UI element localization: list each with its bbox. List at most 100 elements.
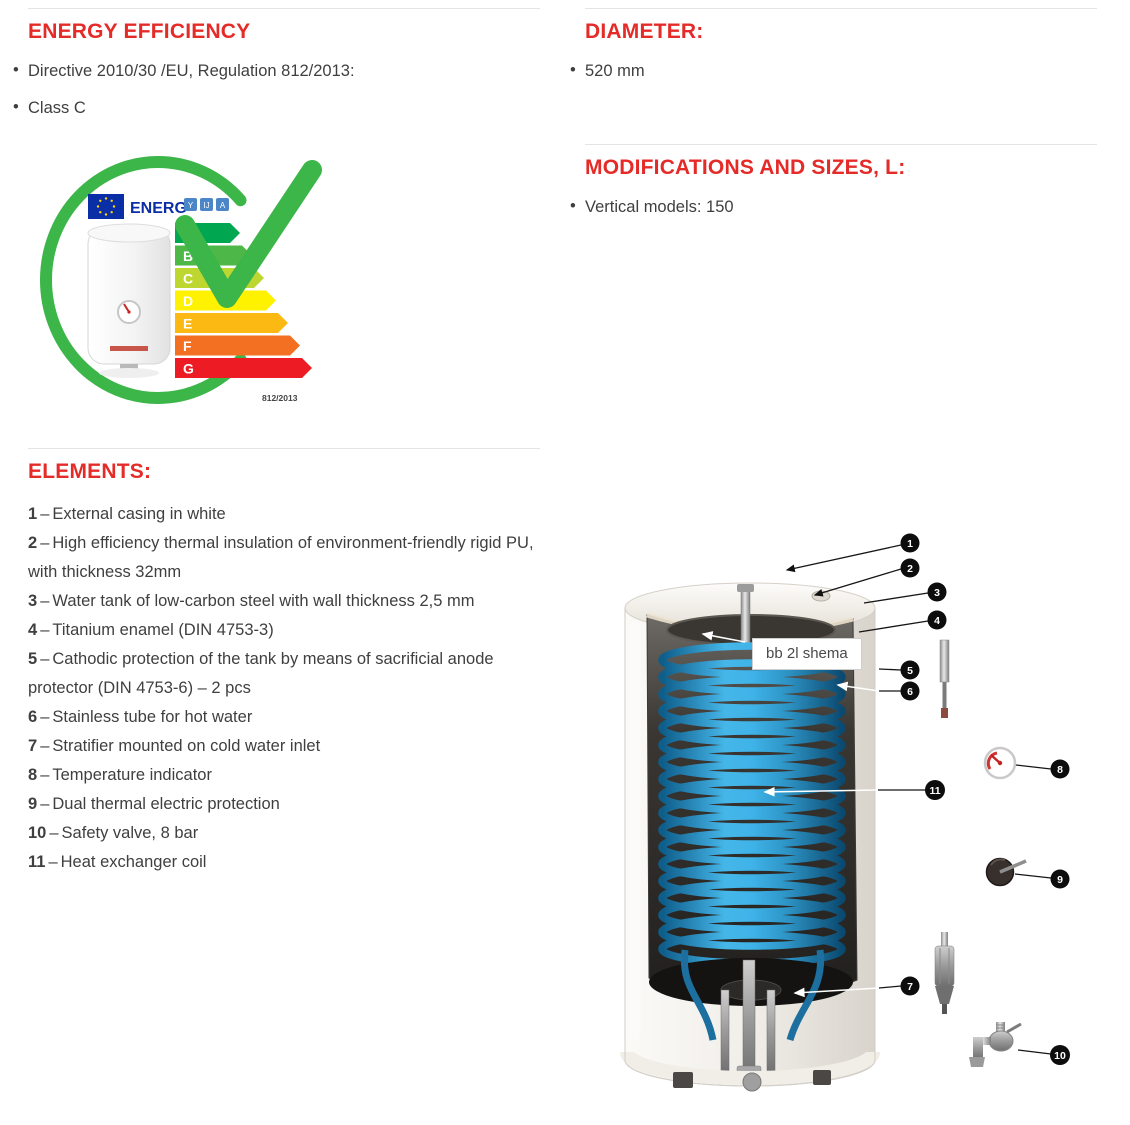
modifications-title: MODIFICATIONS AND SIZES, L: [585,156,906,180]
element-text: Water tank of low-carbon steel with wall… [52,591,475,610]
svg-text:D: D [183,293,193,309]
element-dash: – [40,707,50,726]
class-arrow-g [175,357,312,378]
svg-text:E: E [183,315,192,331]
svg-text:11: 11 [929,785,940,797]
element-number: 8 [28,765,38,784]
element-number: 5 [28,649,38,668]
element-dash: – [40,765,50,784]
class-arrow-e [175,312,288,333]
section-diameter: DIAMETER: 520 mm [570,8,1130,82]
callout-6 [900,681,920,701]
svg-text:3: 3 [934,587,940,599]
section-modifications: MODIFICATIONS AND SIZES, L: Vertical mod… [570,144,1130,218]
callout-9 [1050,869,1070,889]
section-elements: ELEMENTS: 1–External casing in white 2–H… [28,447,540,877]
element-item: 2–High efficiency thermal insulation of … [28,529,540,587]
element-item: 11–Heat exchanger coil [28,848,540,877]
divider [585,8,1097,9]
svg-text:B: B [183,248,193,264]
stratifier-icon [934,932,955,1014]
divider [28,8,540,9]
svg-text:8: 8 [1057,764,1063,776]
element-dash: – [40,736,50,755]
right-column: DIAMETER: 520 mm MODIFICATIONS AND SIZES… [570,0,1130,1092]
element-dash: – [40,591,50,610]
element-dash: – [40,794,50,813]
element-text: Temperature indicator [52,765,212,784]
element-number: 1 [28,504,38,523]
element-item: 10–Safety valve, 8 bar [28,819,540,848]
bullet-class: Class C [13,96,540,119]
element-text: High efficiency thermal insulation of en… [28,533,534,581]
element-text: Heat exchanger coil [60,852,207,871]
svg-text:C: C [183,270,193,286]
element-dash: – [40,649,50,668]
svg-text:6: 6 [907,686,913,698]
element-number: 7 [28,736,38,755]
callout-8 [1050,759,1070,779]
callout-1 [900,533,920,553]
svg-text:F: F [183,338,192,354]
energy-efficiency-title: ENERGY EFFICIENCY [28,20,251,43]
svg-text:1: 1 [907,538,913,550]
element-number: 4 [28,620,38,639]
element-number: 2 [28,533,38,552]
energy-bullet-list: Directive 2010/30 /EU, Regulation 812/20… [13,59,540,120]
svg-text:Y: Y [188,201,194,210]
callout-10 [1050,1045,1070,1065]
element-dash: – [40,504,50,523]
thermostat-icon [985,857,1027,887]
svg-text:10: 10 [1054,1050,1066,1062]
element-text: Titanium enamel (DIN 4753-3) [52,620,274,639]
element-text: External casing in white [52,504,226,523]
element-number: 10 [28,823,47,842]
callout-11 [925,780,945,800]
element-number: 9 [28,794,38,813]
element-number: 11 [28,852,46,871]
element-text: Stainless tube for hot water [52,707,253,726]
green-swoosh [40,155,276,404]
bullet-vertical-models: Vertical models: 150 [570,195,1130,218]
diagram-tooltip: bb 2l shema [752,638,862,670]
svg-text:A: A [220,201,226,210]
section-energy-efficiency: ENERGY EFFICIENCY Directive 2010/30 /EU,… [13,8,540,410]
element-item: 3–Water tank of low-carbon steel with wa… [28,587,540,616]
element-item: 7–Stratifier mounted on cold water inlet [28,732,540,761]
svg-text:7: 7 [907,981,913,993]
heater-diagram: 1 2 3 4 5 6 8 11 9 [585,520,1130,1125]
heater-cutaway-graphic: 1 2 3 4 5 6 8 11 9 [620,533,1070,1092]
diameter-bullet-list: 520 mm [570,59,1130,82]
left-column: ENERGY EFFICIENCY Directive 2010/30 /EU,… [13,0,540,877]
divider [28,447,540,449]
element-text: Dual thermal electric protection [52,794,280,813]
callout-2 [900,558,920,578]
elements-title: ELEMENTS: [28,459,152,483]
elements-list: 1–External casing in white 2–High effici… [28,500,540,877]
element-text: Stratifier mounted on cold water inlet [52,736,321,755]
callout-3 [927,582,947,602]
element-dash: – [49,823,59,842]
bullet-diameter: 520 mm [570,59,1130,82]
element-dash: – [40,620,50,639]
callout-4 [927,610,947,630]
temperature-gauge-icon [983,746,1017,780]
callout-7 [900,976,920,996]
callouts: 1 2 3 4 5 6 8 11 9 [900,533,1070,1065]
svg-text:9: 9 [1057,874,1063,886]
svg-text:5: 5 [907,665,913,677]
element-item: 9–Dual thermal electric protection [28,790,540,819]
callout-5 [900,660,920,680]
anode-rod-icon [939,639,950,718]
callout-lines [701,544,1052,1055]
class-arrow-f [175,335,300,356]
regulation-number: 812/2013 [262,393,298,403]
safety-valve-icon [969,1022,1022,1067]
element-dash: – [48,852,58,871]
check-mark [175,159,322,308]
diameter-title: DIAMETER: [585,20,704,43]
element-number: 6 [28,707,38,726]
element-text: Safety valve, 8 bar [61,823,199,842]
eu-flag-icon [88,193,124,219]
